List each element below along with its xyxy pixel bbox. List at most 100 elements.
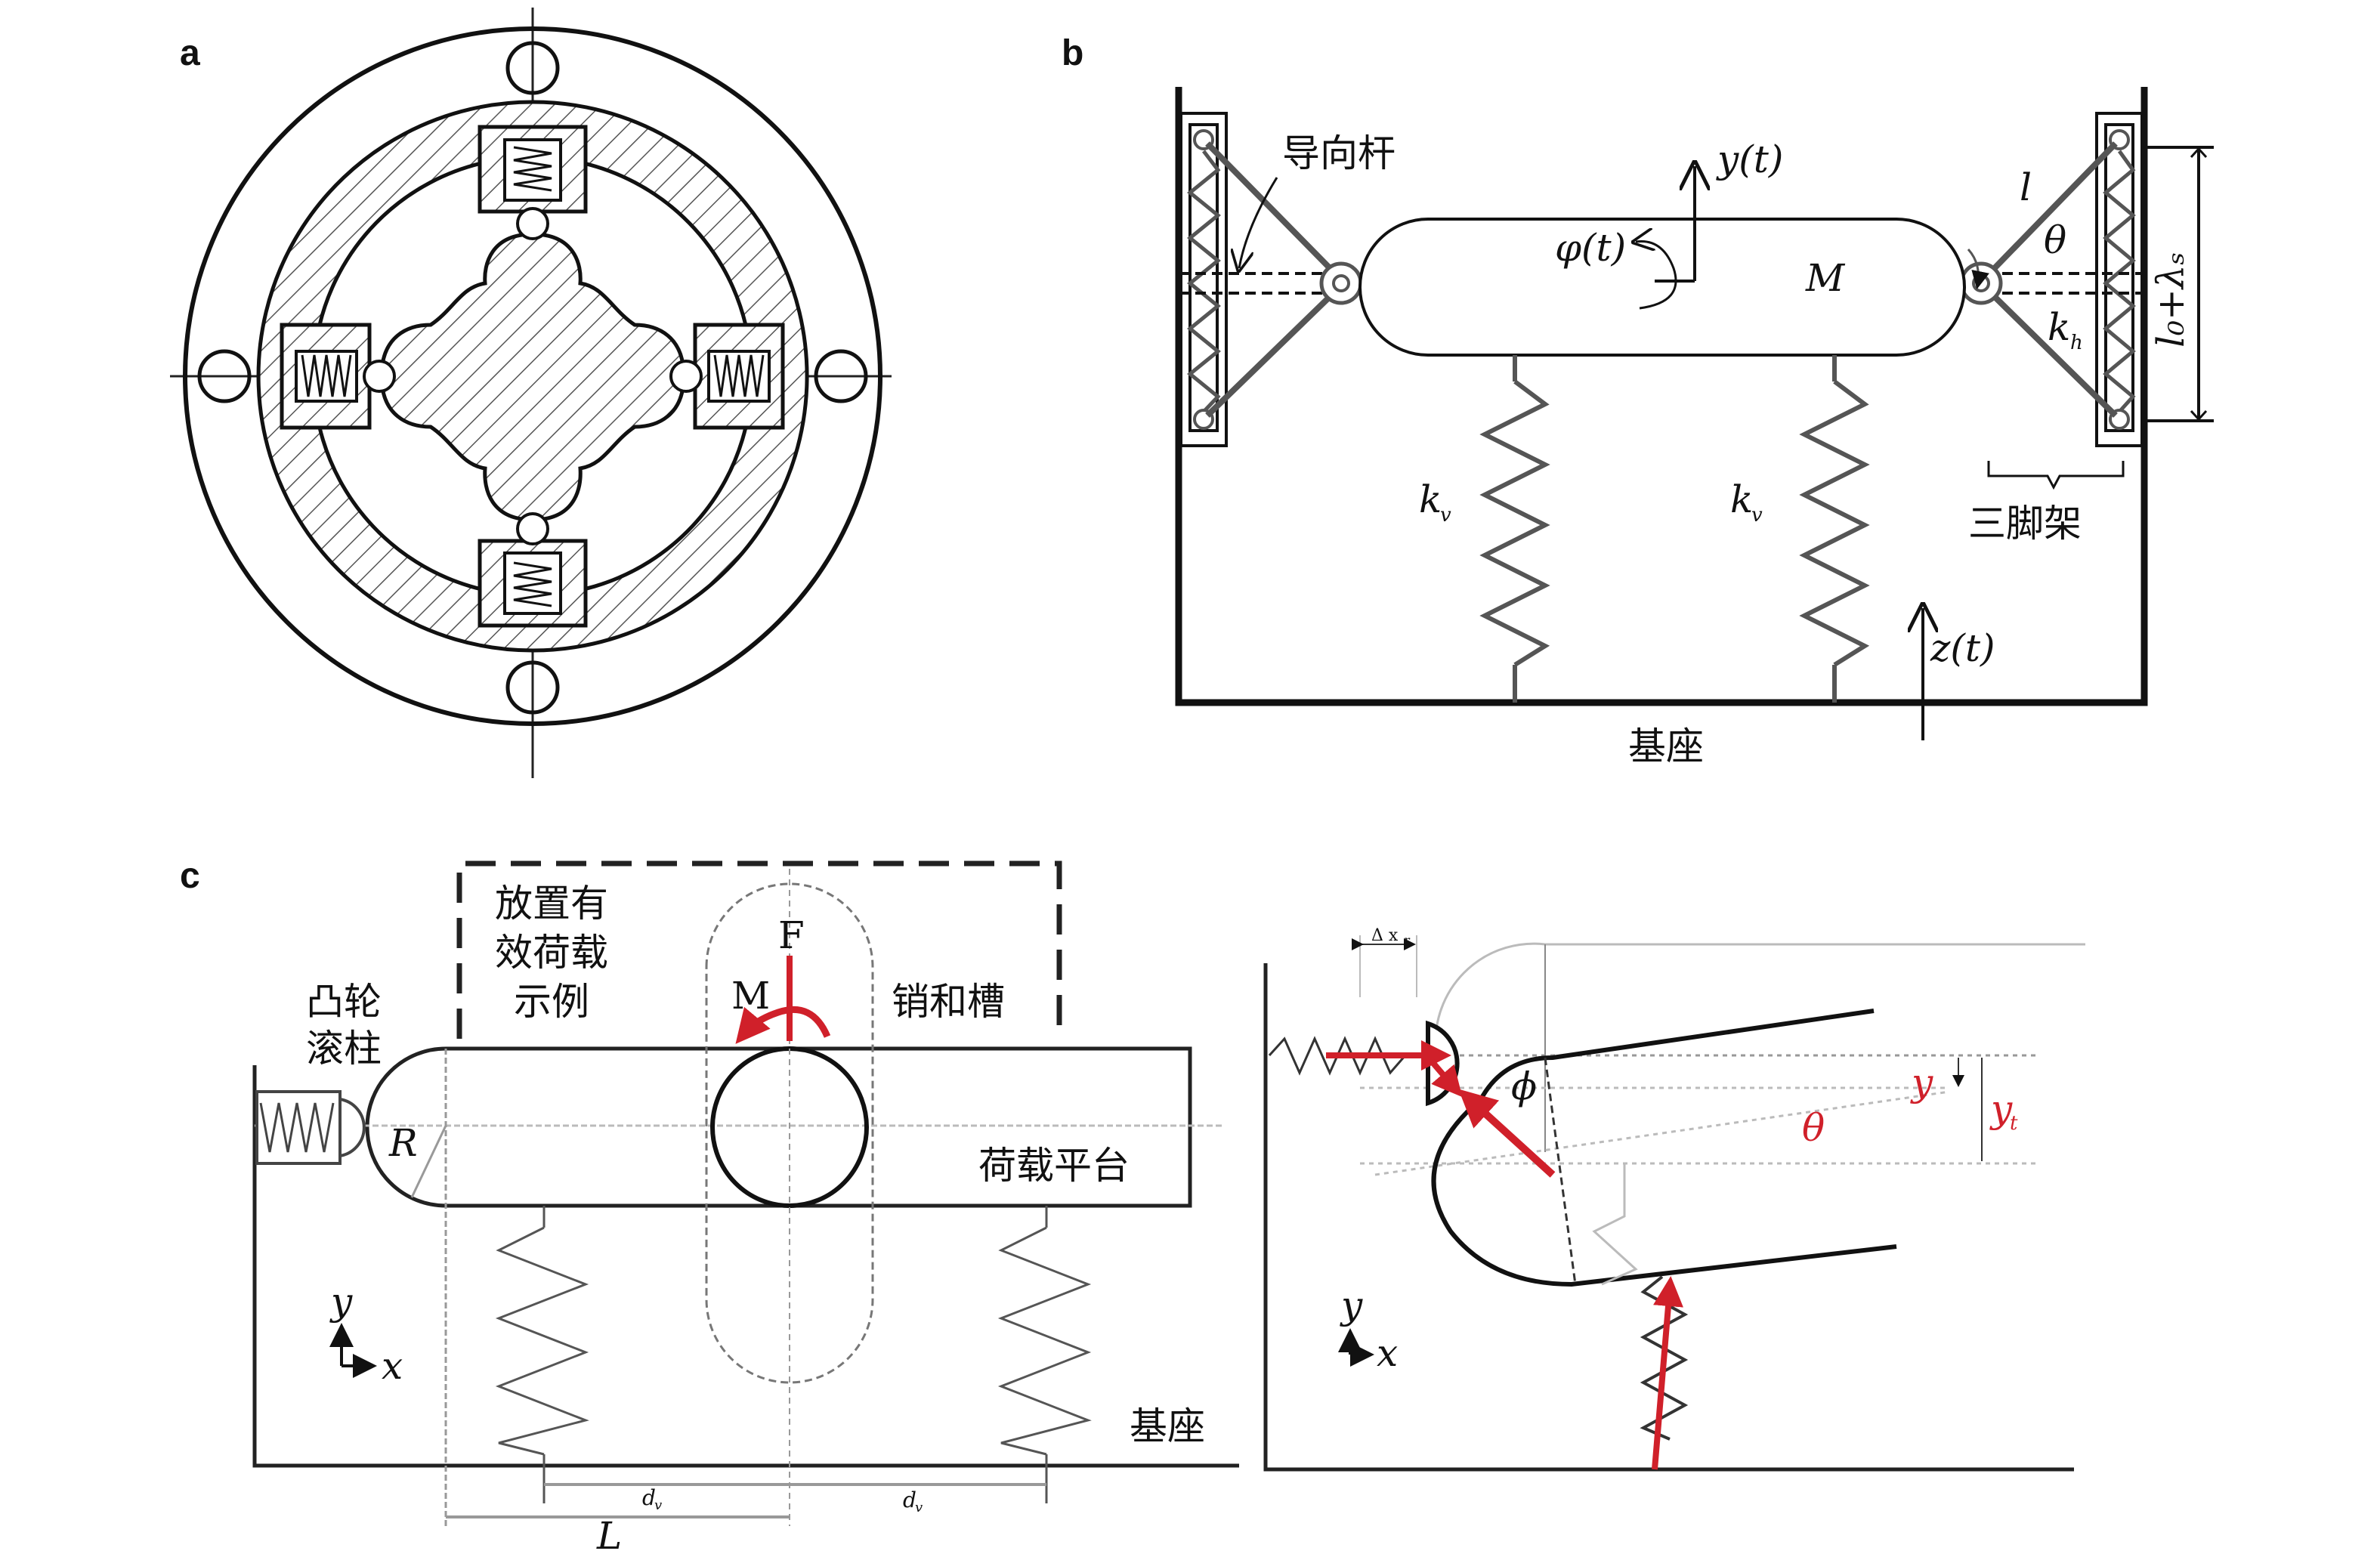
panel-c-left: c [180,856,1239,1554]
label-pin-slot: 销和槽 [892,980,1005,1024]
vertical-spring-c-right [997,1206,1092,1503]
spring-housing-top [478,125,588,240]
label-cam-1: 凸轮 [306,980,382,1024]
load-platform [365,1046,1192,1208]
axis-label-y-c-right: y [1340,1284,1363,1327]
label-force: F [778,913,805,957]
label-theta: θ [2044,218,2066,262]
spring-housing-left [280,323,396,430]
bolt-hole-right [814,349,868,403]
svg-text:k: k [2048,305,2070,349]
label-dv-2: d v [903,1488,923,1515]
svg-text:r: r [1404,933,1411,947]
label-z-t: z(t) [1930,626,1995,670]
base-left-c [252,1065,1239,1468]
reference-platform-ghost [1434,942,2085,1043]
dimension-dv-L [446,1483,1046,1518]
svg-text:k: k [1419,477,1442,521]
label-l0-lambda: l₀+λₛ [2149,252,2193,348]
label-tripod: 三脚架 [1968,502,2082,545]
bolt-hole-bottom [505,660,560,715]
payload-dashed-box [456,860,1062,1039]
horizontal-spring [1268,1036,1428,1076]
label-l: l [2020,165,2032,209]
label-phi: ϕ [1511,1064,1537,1108]
label-y: y [1910,1061,1933,1104]
tripod-brace [1987,461,2125,490]
guide-bar-pointer [1239,177,1278,268]
panel-label-c: c [180,856,200,896]
dimension-l0-lambda [2146,146,2214,422]
label-theta-c: θ [1802,1106,1825,1150]
axis-indicator-c-left [329,1323,377,1378]
svg-text:v: v [915,1500,923,1515]
left-tripod [1179,112,1363,447]
spring-housing-right [669,323,785,430]
rotated-platform [1431,1009,1897,1287]
roller-top [516,207,549,240]
axis-label-x-c-left: x [382,1344,403,1388]
rotation-arrow [1636,241,1677,310]
label-radius: R [388,1121,418,1165]
label-moment: M [731,974,770,1018]
axis-label-x-c-right: x [1377,1331,1398,1375]
roller-left [363,360,396,393]
svg-text:Δ x: Δ x [1371,926,1399,945]
panel-c-right: Δ x r ϕ y y t θ y x [1263,926,2085,1472]
radius-line [410,1125,447,1198]
svg-text:t: t [2010,1112,2018,1135]
vertical-force-arrow [1652,1276,1683,1470]
label-platform: 荷载平台 [978,1144,1130,1188]
label-y-t: y t [1989,1087,2018,1135]
label-base-c: 基座 [1130,1404,1205,1448]
panel-b: b [1062,33,2214,768]
spring-housing-bottom [478,512,588,628]
mass-body [1358,218,1966,357]
svg-text:d: d [903,1488,916,1512]
label-dv-1: d v [642,1485,662,1513]
svg-text:y: y [1989,1087,2013,1131]
label-mass: M [1805,256,1846,300]
ghost-vertical-spring [1592,1163,1638,1286]
panel-label-b: b [1062,33,1083,73]
label-payload-1: 放置有 [495,882,608,925]
panel-label-a: a [180,33,200,73]
label-y-t: y(t) [1716,137,1783,181]
outer-flange-circle [183,26,882,726]
label-payload-2: 效荷载 [495,931,608,975]
svg-text:v: v [1440,504,1451,527]
vertical-spring-right [1799,355,1870,703]
label-payload-3: 示例 [514,980,589,1024]
svg-text:v: v [1751,504,1763,527]
label-k-v-left: k v [1419,477,1451,527]
panel-a: a [170,8,892,778]
label-delta-x-r: Δ x r [1371,926,1411,947]
moment-arrow [735,1006,831,1044]
right-tripod [1959,112,2144,447]
roller-right [669,360,703,393]
label-base-b: 基座 [1628,724,1704,768]
pin-slot-dashed [705,882,874,1384]
normal-force-arrow [1458,1089,1556,1178]
cam-roller-spring [255,1090,366,1165]
label-cam-2: 滚柱 [306,1027,382,1070]
svg-text:h: h [2070,332,2083,354]
axis-label-y-c-left: y [329,1280,353,1324]
vertical-spring-c-left [495,1206,589,1503]
label-k-h: k h [2048,305,2083,354]
label-k-v-right: k v [1730,477,1763,527]
label-L: L [596,1514,622,1554]
roller-bottom [516,512,549,545]
svg-text:v: v [654,1497,662,1513]
svg-text:d: d [642,1485,656,1510]
cam-rotor [379,232,686,522]
label-guide-bar: 导向杆 [1282,131,1396,175]
bolt-hole-left [197,349,252,403]
vertical-spring-left [1479,355,1550,703]
svg-text:k: k [1730,477,1753,521]
diagonal-force-from-roller [1429,1059,1463,1098]
label-phi-t: φ(t) [1555,226,1626,270]
bolt-hole-top [505,41,560,95]
axis-indicator-c-right [1338,1328,1374,1367]
